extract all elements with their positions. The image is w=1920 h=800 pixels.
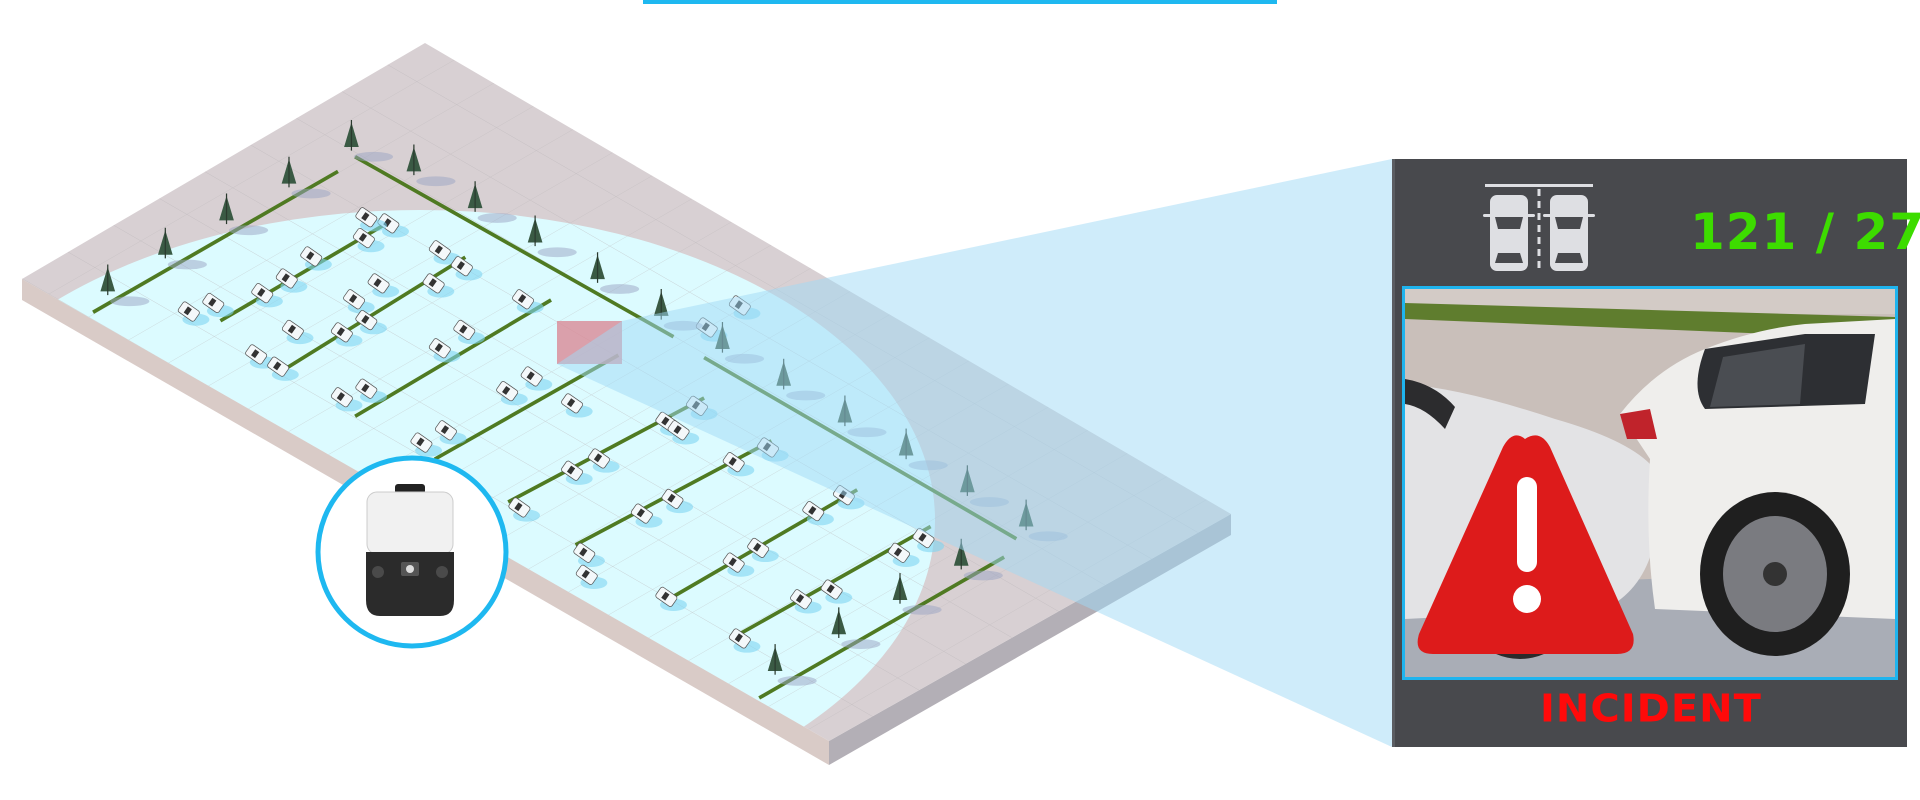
parked-car [434, 420, 467, 445]
hedge-row [758, 555, 1006, 700]
parked-car [355, 310, 387, 335]
parked-car [267, 356, 299, 381]
parked-car [573, 542, 605, 567]
parked-car [377, 213, 409, 238]
incident-status-label: INCIDENT [1540, 687, 1762, 731]
hedge-row [354, 155, 675, 339]
top-accent-bar [643, 0, 1277, 4]
camera-view-cone [557, 159, 1392, 747]
parked-car [355, 207, 387, 232]
parked-car [722, 452, 755, 477]
parked-car [820, 579, 853, 604]
tree-icon [344, 120, 394, 162]
parked-car [520, 366, 553, 391]
tree-icon [590, 252, 640, 294]
parked-car [352, 228, 385, 253]
parked-car [630, 503, 663, 528]
parked-car [512, 289, 544, 314]
parked-car [802, 501, 834, 526]
parked-car [667, 420, 700, 445]
parked-car [655, 586, 687, 612]
parking-spaces-icon [1483, 184, 1595, 273]
tree-icon [467, 181, 517, 223]
occupancy-count: 121 / 272 [1690, 203, 1920, 261]
tree-icon [157, 227, 207, 270]
parked-car [422, 273, 455, 298]
parked-car [281, 319, 314, 345]
hedge-row [286, 255, 467, 369]
camera-badge[interactable] [315, 455, 509, 649]
parked-car [343, 289, 375, 314]
parked-car [790, 589, 822, 614]
parked-car [330, 322, 363, 347]
occupancy-counter: 121 / 272 [1475, 181, 1920, 276]
parked-car [177, 301, 210, 326]
parked-car [728, 628, 761, 653]
tree-icon [219, 193, 269, 236]
parked-car [251, 283, 283, 308]
parked-car [355, 378, 387, 403]
parked-car [496, 381, 528, 406]
parked-car [722, 552, 755, 577]
parked-car [330, 387, 363, 412]
parked-car [428, 338, 461, 363]
parked-car [508, 497, 541, 522]
parked-car [202, 292, 234, 318]
parked-car [575, 564, 608, 589]
parked-car [588, 448, 620, 473]
tree-icon [406, 144, 456, 187]
warning-triangle-icon [1417, 435, 1634, 654]
parked-car [450, 256, 483, 281]
parked-car [888, 542, 920, 567]
parked-car [410, 432, 443, 457]
parked-car [367, 273, 400, 298]
tree-icon [281, 156, 331, 199]
parked-car [300, 246, 332, 271]
parked-car [561, 460, 593, 485]
parked-car [561, 393, 593, 418]
tree-icon [100, 264, 150, 307]
incident-camera-feed[interactable] [1402, 286, 1898, 680]
parked-car [661, 488, 694, 514]
camera-icon [366, 484, 454, 616]
parked-car [747, 537, 779, 563]
tree-icon [527, 215, 577, 258]
tree-icon [767, 644, 817, 686]
parked-car [453, 319, 485, 345]
incident-panel: 121 / 272 IN [1392, 159, 1920, 747]
parked-car [275, 268, 308, 293]
tree-icon [953, 538, 1003, 581]
tree-icon [892, 573, 942, 615]
tree-icon [831, 607, 881, 649]
